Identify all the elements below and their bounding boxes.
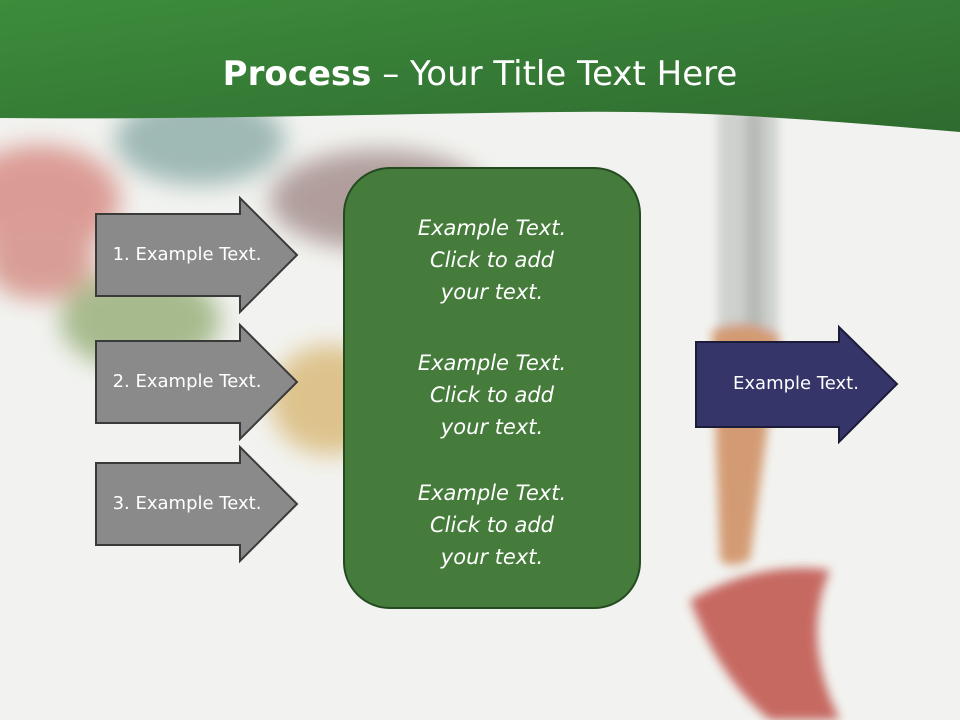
center-box[interactable] [343,167,641,609]
center-text-line: Click to add [429,383,554,407]
title-separator: – [371,54,411,94]
right-arrow-label: Example Text. [733,373,859,394]
center-text-line: Example Text. [417,481,567,505]
paint-stroke-photo [690,568,840,720]
center-text-block-1: Example Text. Click to add your text. [344,212,640,308]
left-arrow-2[interactable] [95,322,299,442]
left-arrow-1[interactable] [95,195,299,315]
left-arrow-3[interactable] [95,444,299,564]
left-arrow-3-label: 3. Example Text. [112,493,262,514]
center-text-line: Click to add [429,513,554,537]
right-arrow[interactable] [695,324,899,445]
center-text-block-3: Example Text. Click to add your text. [344,477,640,573]
center-text-line: Click to add [429,248,554,272]
slide-title[interactable]: Process – Your Title Text Here [0,50,960,98]
title-rest: Your Title Text Here [410,54,738,94]
center-text-line: your text. [440,415,544,439]
center-text-line: Example Text. [417,351,567,375]
left-arrow-1-label: 1. Example Text. [112,244,262,265]
center-text-line: your text. [440,545,544,569]
left-arrow-2-label: 2. Example Text. [112,371,262,392]
center-text-line: your text. [440,280,544,304]
header-band [0,0,960,132]
title-bold: Process [222,54,372,94]
center-text-line: Example Text. [417,216,567,240]
center-text-block-2: Example Text. Click to add your text. [344,347,640,443]
